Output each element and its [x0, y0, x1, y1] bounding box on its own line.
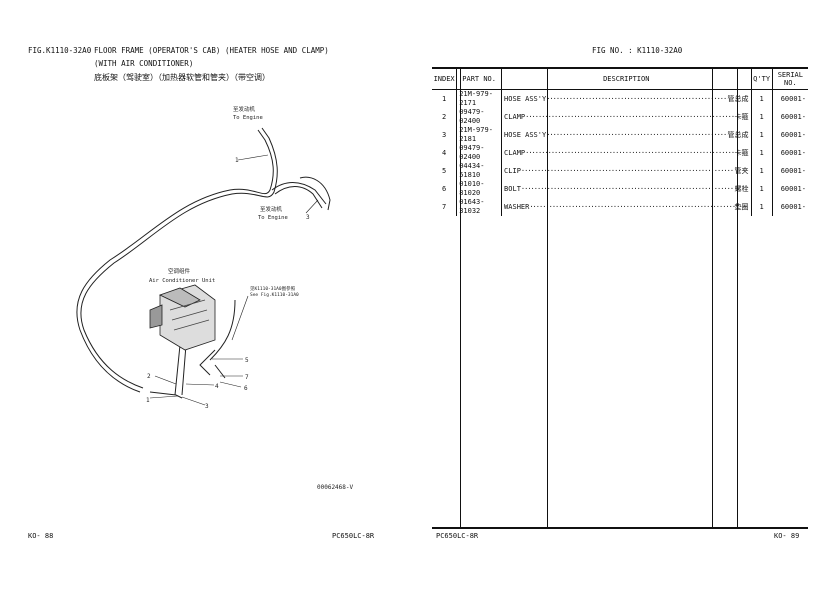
label-ac-unit-cn: 空调组件: [168, 267, 191, 275]
row-description: HOSE ASS'Y 管总成: [501, 126, 751, 144]
callout-3: 3: [306, 214, 310, 221]
row-index: 2: [441, 112, 447, 121]
callout-1: 1: [146, 397, 150, 404]
row-description: WASHER 垫圈: [501, 198, 751, 216]
row-part-no: 09479-02400: [456, 108, 502, 126]
table-row: 1 21M-979-2171 HOSE ASS'Y 管总成 1 60001-: [432, 89, 808, 108]
label-to-engine: To Engine: [258, 215, 288, 221]
description-en: CLAMP: [504, 112, 526, 121]
label-to-engine-cn: 至发动机: [260, 205, 283, 213]
table-row: 2 09479-02400 CLAMP 卡箍 1 60001-: [432, 108, 808, 126]
row-part-no: 04434-51810: [456, 162, 502, 180]
label-ac-unit: Air Conditioner Unit: [149, 278, 215, 284]
header-part-no: PART NO.: [456, 67, 502, 90]
callout-2: 2: [147, 373, 151, 380]
row-serial: 60001-: [771, 198, 808, 216]
row-index: 7: [441, 202, 447, 211]
header-index: INDEX: [432, 67, 457, 90]
row-qty: 1: [750, 108, 773, 126]
description-cn: 卡箍: [734, 148, 749, 157]
fig-title: FLOOR FRAME (OPERATOR'S CAB) (HEATER HOS…: [94, 46, 329, 55]
row-serial: 60001-: [771, 126, 808, 144]
ac-unit-drawing: [149, 284, 216, 351]
row-description: CLAMP 卡箍: [501, 108, 751, 126]
table-row: 7 01643-31032 WASHER 垫圈 1 60001-: [432, 198, 808, 216]
description-cn: 管夹: [734, 166, 749, 175]
row-description: BOLT 螺栓: [501, 180, 751, 198]
row-qty: 1: [750, 180, 773, 198]
description-cn: 管总成: [727, 94, 749, 103]
parts-table-frame: [432, 67, 808, 529]
row-serial: 60001-: [771, 162, 808, 180]
row-qty: 1: [750, 162, 773, 180]
row-serial: 60001-: [771, 180, 808, 198]
callout-3: 3: [205, 403, 209, 410]
description-cn: 螺栓: [734, 184, 749, 193]
row-part-no: 21M-979-2171: [456, 89, 502, 108]
parts-diagram: 1 3 2 1 3 4 5 6 7 至发动机 To Engine 至发动机 To…: [76, 105, 354, 491]
fig-subtitle: (WITH AIR CONDITIONER): [94, 59, 194, 68]
callout-7: 7: [245, 374, 249, 381]
label-to-engine: To Engine: [233, 115, 263, 121]
row-qty: 1: [750, 198, 773, 216]
row-description: CLIP 管夹: [501, 162, 751, 180]
row-index: 1: [441, 94, 447, 103]
row-part-no: 01643-31032: [456, 198, 502, 216]
row-index: 5: [441, 166, 447, 175]
description-cn: 管总成: [727, 130, 749, 139]
label-see-fig-cn: 见K1110-31A0图参照: [250, 285, 296, 292]
table-row: 4 09479-02400 CLAMP 卡箍 1 60001-: [432, 144, 808, 162]
footer-page-right: KO- 89: [774, 532, 800, 540]
row-index: 6: [441, 184, 447, 193]
row-qty: 1: [750, 89, 773, 108]
drawing-id: 00062468-V: [317, 484, 354, 491]
row-description: HOSE ASS'Y 管总成: [501, 89, 751, 108]
description-en: CLAMP: [504, 148, 526, 157]
description-en: WASHER: [504, 202, 530, 211]
row-serial: 60001-: [771, 108, 808, 126]
row-serial: 60001-: [771, 144, 808, 162]
description-en: HOSE ASS'Y: [504, 94, 547, 103]
header-serial: SERIAL NO.: [771, 67, 808, 90]
footer-model-right: PC650LC-8R: [436, 532, 479, 540]
callout-1: 1: [235, 157, 239, 164]
table-row: 5 04434-51810 CLIP 管夹 1 60001-: [432, 162, 808, 180]
callout-5: 5: [245, 357, 249, 364]
callout-6: 6: [244, 385, 248, 392]
fig-number-right: FIG NO. : K1110-32A0: [592, 46, 683, 55]
fig-title-chinese: 底板架（驾驶室）（加热器软管和管夹）（带空调）: [94, 73, 270, 82]
header-description: DESCRIPTION: [501, 67, 751, 90]
header-qty: Q'TY: [750, 67, 773, 90]
row-qty: 1: [750, 144, 773, 162]
callout-4: 4: [215, 383, 219, 390]
parts-table: INDEX PART NO. DESCRIPTION Q'TY SERIAL N…: [432, 67, 808, 216]
label-see-fig: See Fig.K1110-31A0: [250, 292, 299, 298]
row-serial: 60001-: [771, 89, 808, 108]
description-en: BOLT: [504, 184, 521, 193]
description-cn: 卡箍: [734, 112, 749, 121]
row-part-no: 21M-979-2181: [456, 126, 502, 144]
fig-number: FIG.K1110-32A0: [28, 46, 92, 55]
description-en: HOSE ASS'Y: [504, 130, 547, 139]
row-index: 4: [441, 148, 447, 157]
row-qty: 1: [750, 126, 773, 144]
row-index: 3: [441, 130, 447, 139]
row-part-no: 09479-02400: [456, 144, 502, 162]
table-row: 6 01010-81020 BOLT 螺栓 1 60001-: [432, 180, 808, 198]
row-part-no: 01010-81020: [456, 180, 502, 198]
table-row: 3 21M-979-2181 HOSE ASS'Y 管总成 1 60001-: [432, 126, 808, 144]
description-cn: 垫圈: [734, 202, 749, 211]
row-description: CLAMP 卡箍: [501, 144, 751, 162]
footer-page-left: KO- 88: [28, 532, 54, 540]
footer-model-left: PC650LC-8R: [332, 532, 375, 540]
label-to-engine-cn: 至发动机: [233, 105, 256, 113]
description-en: CLIP: [504, 166, 521, 175]
